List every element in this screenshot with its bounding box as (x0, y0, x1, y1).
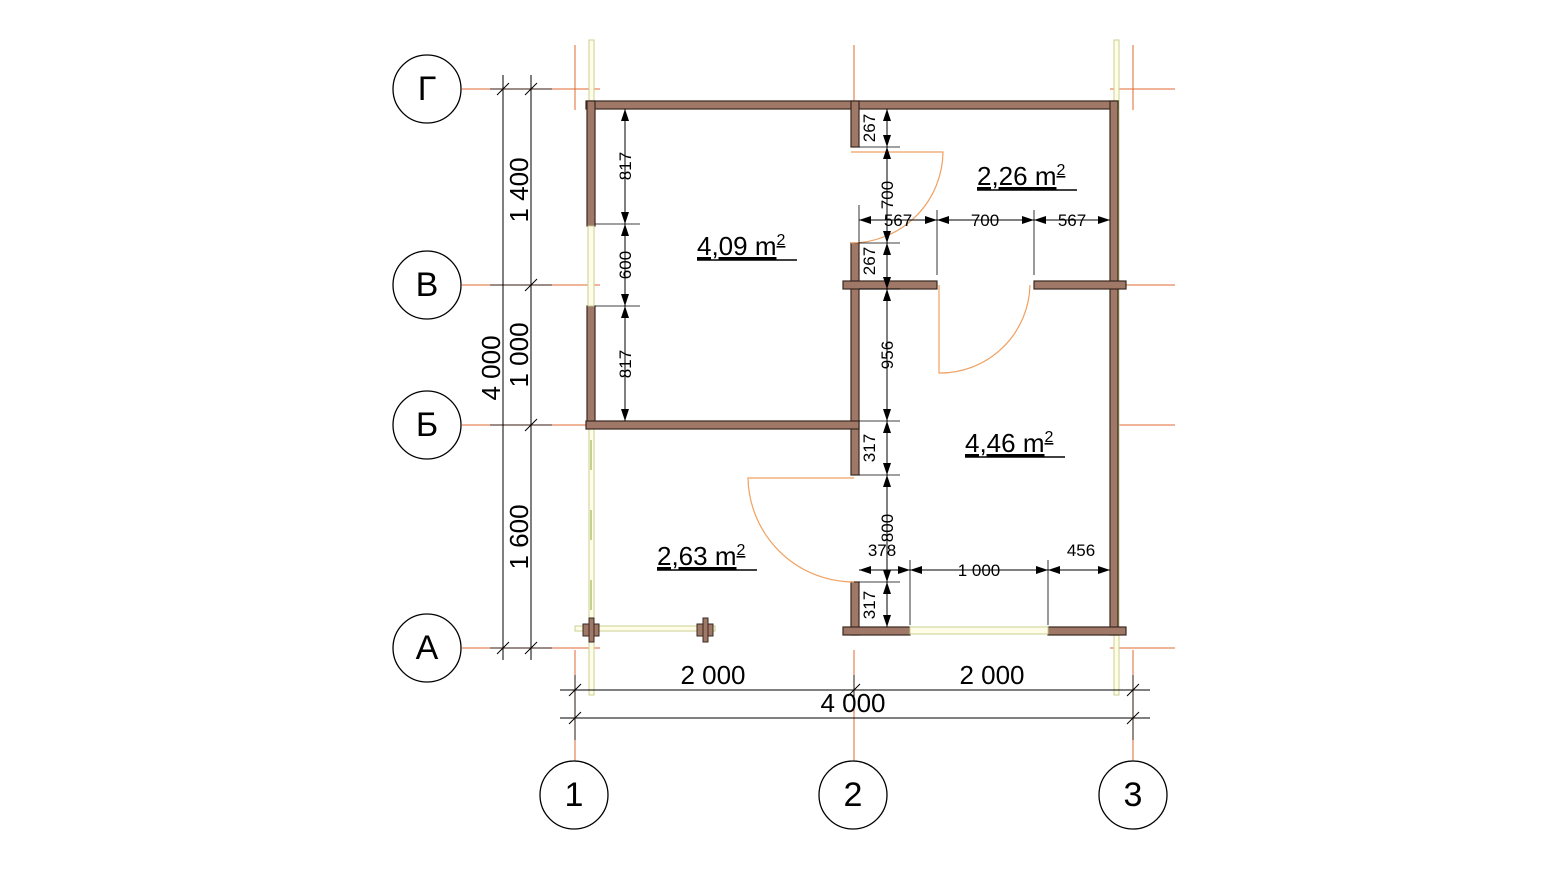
svg-text:А: А (416, 629, 439, 667)
dim-br-c: 456 (1067, 541, 1095, 560)
dim-room1-a: 817 (616, 152, 635, 180)
left-dimensions: 4 000 1 400 1 000 1 600 (476, 75, 552, 660)
dim-mid-g: 317 (860, 591, 879, 619)
room-area-2: 2,26 m2 (977, 161, 1066, 191)
row-axis-bubbles: Г В Б А (392, 54, 462, 683)
dim-left-1: 1 400 (504, 157, 534, 222)
axis-bubble-row-b: Б (392, 390, 462, 460)
dim-mid-f: 800 (878, 514, 897, 542)
dim-bottom-2: 2 000 (959, 660, 1024, 690)
axis-bubble-row-g: Г (392, 54, 462, 124)
svg-text:Б: Б (416, 406, 438, 444)
svg-text:1: 1 (565, 776, 584, 814)
axis-bubble-row-v: В (392, 250, 462, 320)
dim-mid-b: 700 (878, 181, 897, 209)
axis-bubble-row-a: А (392, 613, 462, 683)
dim-br-a: 378 (868, 541, 896, 560)
dim-mid-d: 956 (878, 341, 897, 369)
room-area-4: 2,63 m2 (657, 541, 746, 571)
bottom-right-dimensions: 378 1 000 456 (859, 541, 1110, 625)
guide-posts (574, 39, 1120, 696)
axis-bubble-col-3: 3 (1098, 760, 1168, 830)
svg-text:2: 2 (844, 776, 863, 814)
dim-bottom-total: 4 000 (820, 688, 885, 718)
column-axis-bubbles: 1 2 3 (539, 760, 1168, 830)
dim-br-b: 1 000 (958, 561, 1001, 580)
dim-left-total: 4 000 (476, 335, 506, 400)
room1-dimensions: 817 600 817 (595, 109, 640, 421)
svg-text:3: 3 (1124, 776, 1143, 814)
dim-left-2: 1 000 (504, 322, 534, 387)
dim-mid-c: 267 (860, 247, 879, 275)
dim-room1-c: 817 (616, 350, 635, 378)
dim-tr-a: 567 (884, 211, 912, 230)
dim-left-3: 1 600 (504, 504, 534, 569)
dim-tr-b: 700 (971, 211, 999, 230)
svg-text:В: В (416, 266, 439, 304)
svg-text:Г: Г (418, 70, 436, 108)
dim-tr-c: 567 (1058, 211, 1086, 230)
dim-bottom-1: 2 000 (680, 660, 745, 690)
axis-lines (462, 45, 1175, 765)
door-swings (747, 151, 1031, 583)
dim-mid-e: 317 (860, 434, 879, 462)
dim-room1-b: 600 (616, 251, 635, 279)
top-right-dimensions: 567 700 567 (858, 205, 1110, 275)
room-area-3: 4,46 m2 (965, 428, 1054, 458)
room-area-1: 4,09 m2 (697, 231, 786, 261)
middle-dimensions: 267 700 267 956 317 800 317 (859, 109, 900, 627)
axis-bubble-col-1: 1 (539, 760, 609, 830)
axis-bubble-col-2: 2 (818, 760, 888, 830)
walls (582, 100, 1127, 643)
dim-mid-a: 267 (860, 114, 879, 142)
room-areas: 4,09 m2 2,26 m2 4,46 m2 2,63 m2 (657, 161, 1077, 571)
bottom-dimensions: 2 000 2 000 4 000 (560, 660, 1150, 740)
